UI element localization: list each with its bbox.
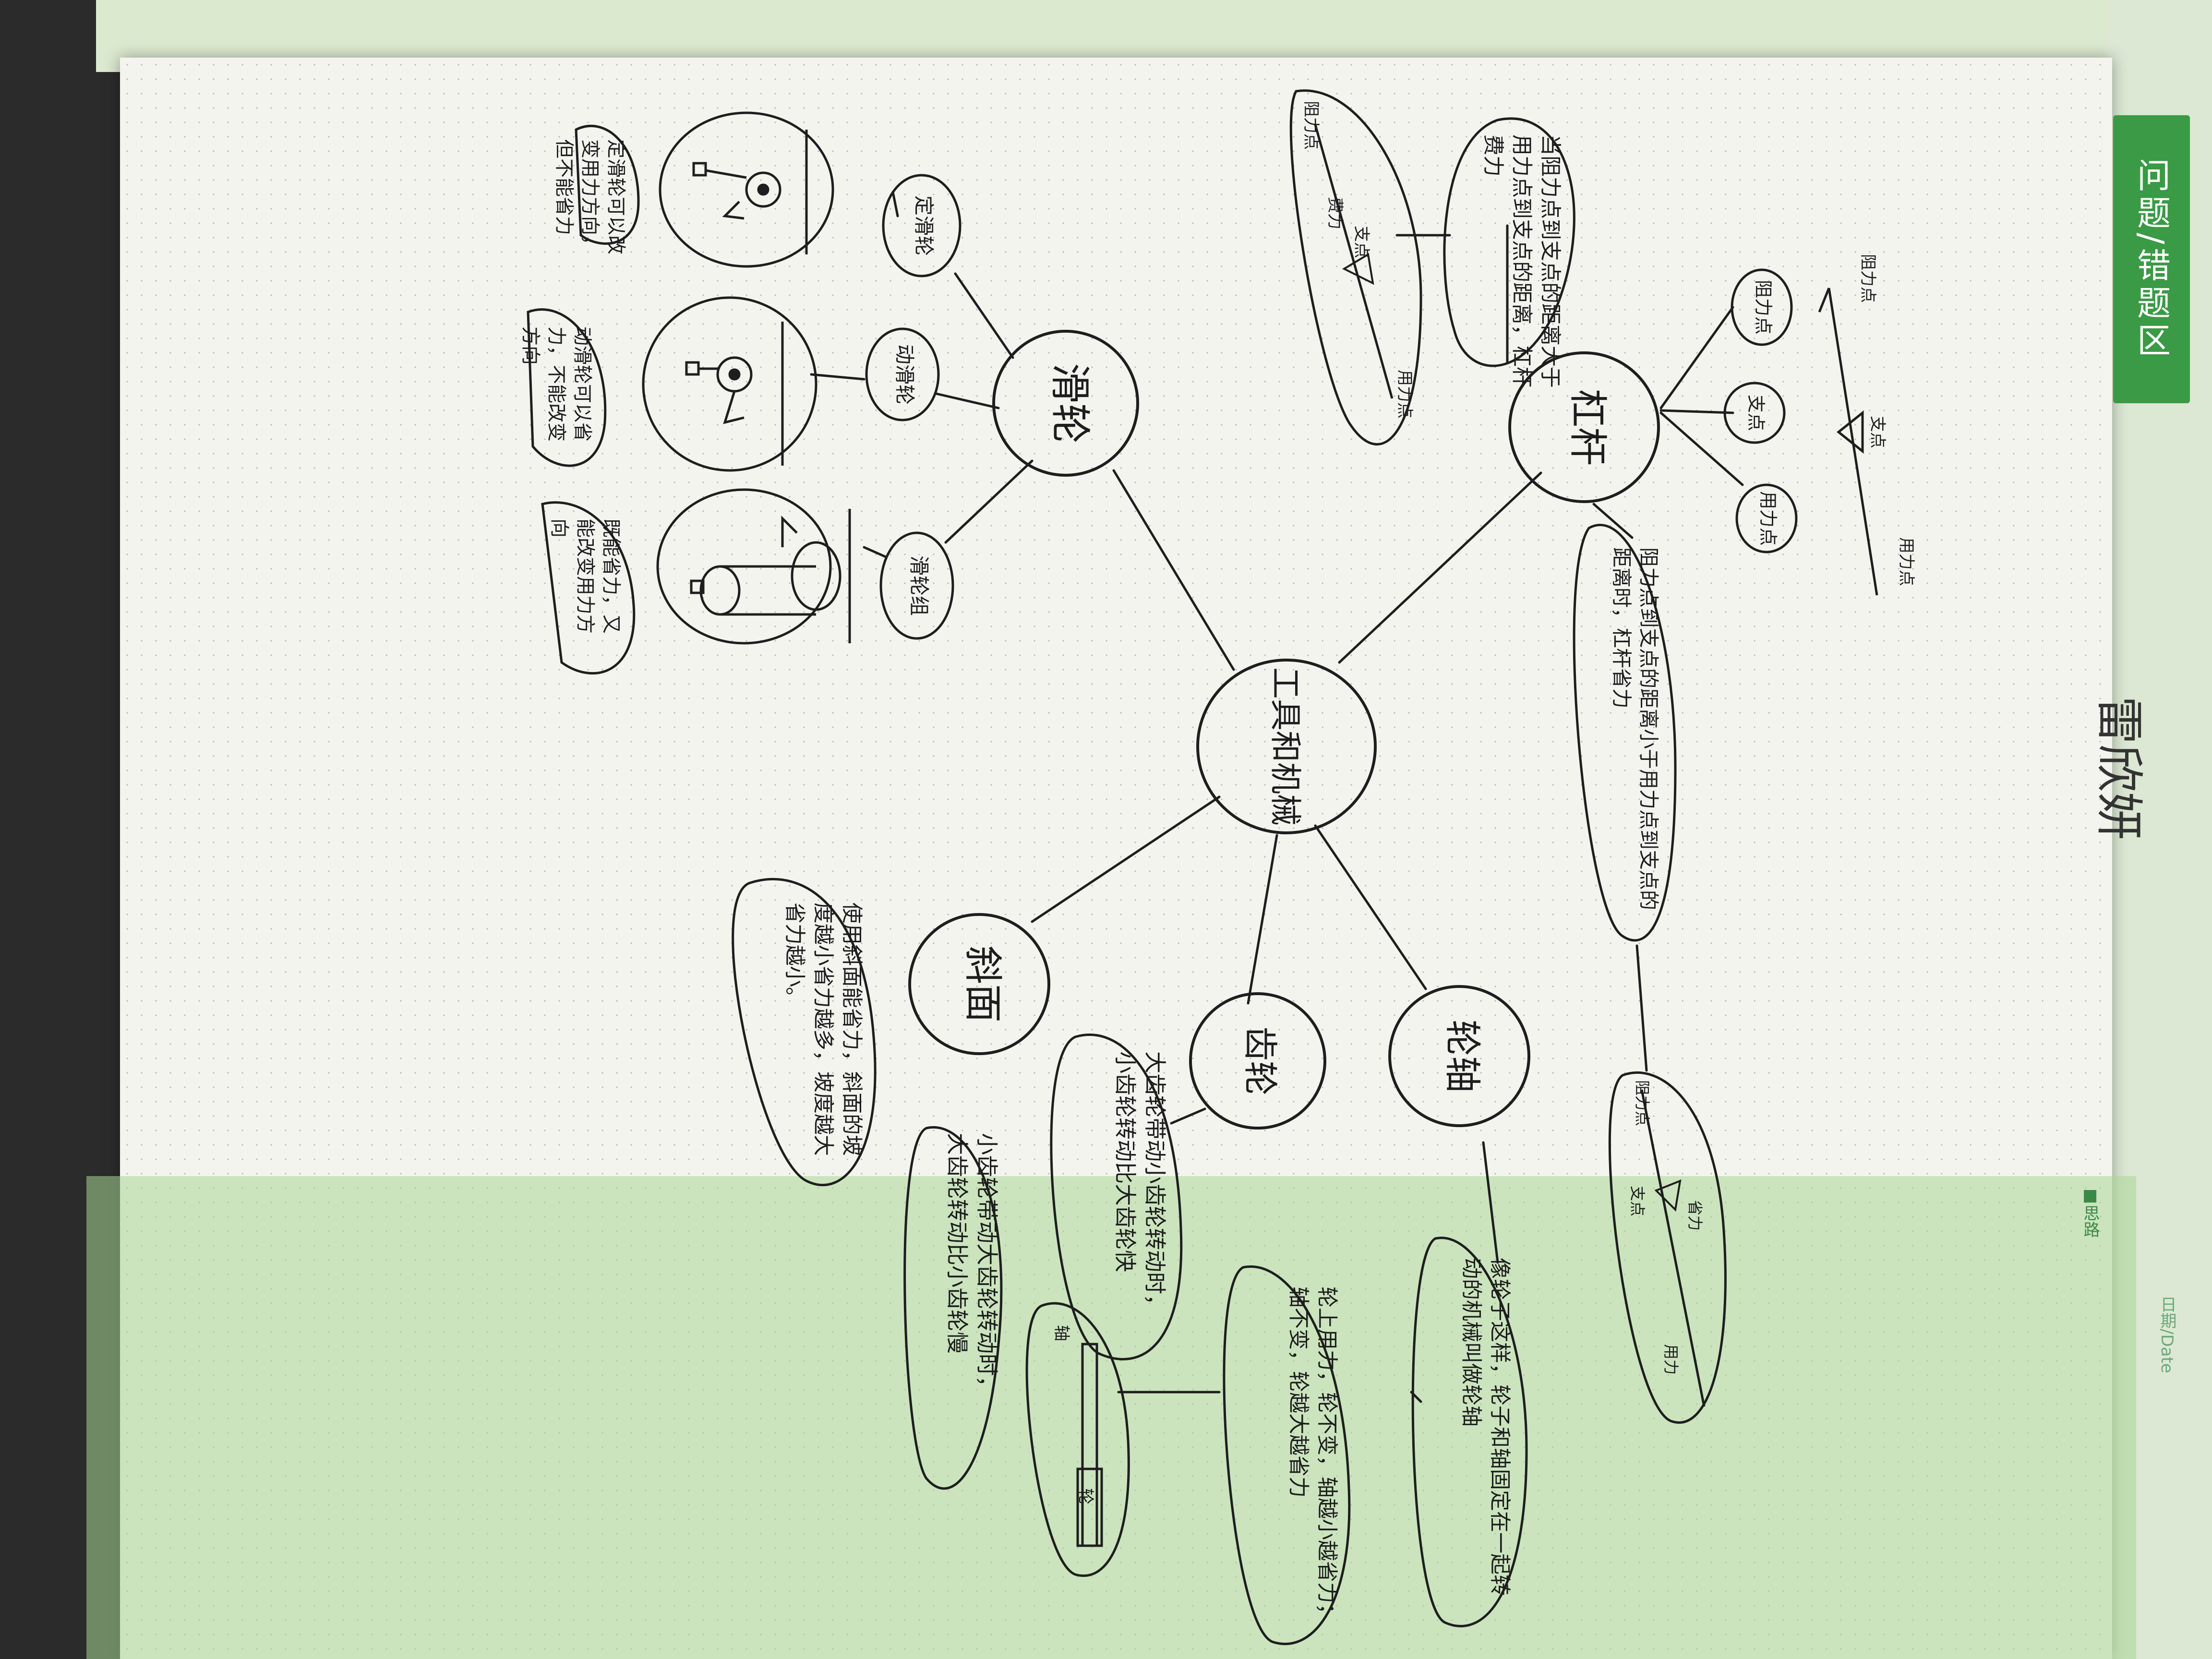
gear-slow-note: 小齿轮带动大齿轮转动时，大齿轮转动比小齿轮慢 xyxy=(944,1133,1000,1398)
movable-pulley-note-bubble xyxy=(527,308,607,467)
connector-lever-saving xyxy=(1592,503,1634,539)
gear-slow-note-bubble xyxy=(903,1126,1003,1490)
connector-pulley xyxy=(1112,469,1235,671)
wheel-axle-lever-sketch-resistance: 阻力点 xyxy=(1633,1080,1651,1126)
connector-movable-pulley xyxy=(935,392,1000,409)
lever-sketch-label-resistance: 阻力点 xyxy=(1858,254,1877,303)
connector-lever-fulcrum xyxy=(1659,409,1734,414)
lever-saving-sketch-bubble xyxy=(1608,1071,1727,1424)
pulley-block-note: 既能省力，又能改变用力方向 xyxy=(548,518,622,634)
pulley-block-bubble xyxy=(879,531,954,640)
wheel-axle-sketch-axle-label: 轴 xyxy=(1052,1325,1071,1341)
pulley-block-sketch xyxy=(656,488,851,645)
pulley-block-note-bubble xyxy=(541,501,636,675)
date-label: 日期/Date xyxy=(2157,1296,2176,1373)
section-tab xyxy=(2113,115,2190,403)
lever-title: 杠杆 xyxy=(1565,389,1610,466)
connector-fixed-sketch xyxy=(891,191,899,217)
fixed-pulley-label: 定滑轮 xyxy=(912,195,936,256)
gear-fast-note-bubble xyxy=(1050,1034,1183,1360)
lever-part-effort: 用力点 xyxy=(1757,491,1779,546)
inclined-plane-note: 使用斜面能省力，斜面的坡度越小省力越多，坡度越大省力越小。 xyxy=(782,902,864,1156)
inclined-plane-node: 斜面 xyxy=(908,913,1050,1055)
lever-sketch-label-fulcrum: 支点 xyxy=(1868,416,1887,448)
lever-costing-note-bubble xyxy=(1443,117,1575,367)
fixed-pulley-sketch xyxy=(659,111,834,268)
wheel-axle-definition: 像轮子这样，轮子和轴固定在一起转动的机械叫做轮轴 xyxy=(1459,1258,1512,1596)
lever-costing-note: 当阻力点到支点的距离大于用力点到支点的距离，杠杆费力 xyxy=(1481,134,1563,388)
wheel-axle-note-bubble xyxy=(1223,1265,1351,1645)
movable-pulley-note: 动滑轮可以省力，不能改变方向 xyxy=(519,326,593,442)
thinking-label: ■思路 xyxy=(2080,1186,2100,1238)
lever-node: 杠杆 xyxy=(1508,351,1660,503)
lever-saving-note-bubble xyxy=(1573,524,1677,942)
gear-node: 齿轮 xyxy=(1189,992,1326,1130)
inclined-plane-note-bubble xyxy=(732,878,877,1187)
fixed-pulley-note: 定滑轮可以改变用力方向，但不能省力 xyxy=(553,139,627,254)
movable-pulley-sketch xyxy=(642,296,817,472)
fixed-pulley-note-bubble xyxy=(575,124,640,245)
wheel-axle-sketch-wheel-label: 轮 xyxy=(1076,1488,1095,1504)
lever-part-fulcrum: 支点 xyxy=(1745,395,1767,431)
lever-part-resistance: 阻力点 xyxy=(1753,280,1774,335)
wheel-axle-title: 轮轴 xyxy=(1441,1020,1484,1093)
wheel-axle-lever-sketch-saving: 省力 xyxy=(1686,1200,1704,1231)
lever-sketch-label-effort: 用力点 xyxy=(1897,537,1916,586)
central-topic-node: 工具和机械 xyxy=(1196,659,1377,834)
connector-lever xyxy=(1338,471,1542,664)
wheel-axle-lever-sketch-effort: 用力 xyxy=(1662,1344,1680,1375)
lever-part-bubble-3 xyxy=(1735,483,1798,553)
pulley-title: 滑轮 xyxy=(1046,363,1094,444)
wheel-axle-sketch xyxy=(1025,1302,1130,1577)
lever-saving-note: 阻力点到支点的距离小于用力点到支点的距离时，杠杆省力 xyxy=(1610,547,1660,910)
lever-part-bubble-1 xyxy=(1731,268,1793,346)
connector-fixed-pulley xyxy=(954,272,1014,359)
lever-costing-sketch-bubble xyxy=(1289,89,1422,445)
pulley-node: 滑轮 xyxy=(992,330,1139,477)
section-tab-label: 问题/错题区 xyxy=(2131,158,2171,361)
connector-pulley-block xyxy=(944,459,1034,544)
lever-costing-sketch-costing: 费力 xyxy=(1325,197,1345,229)
gear-fast-note: 大齿轮带动小齿轮转动时，小齿轮转动比大齿轮快 xyxy=(1112,1051,1168,1316)
page-lower-green-shade xyxy=(86,1176,2136,1659)
connector-lever-sketch xyxy=(1635,944,1648,1072)
lever-costing-sketch-fulcrum: 支点 xyxy=(1352,226,1371,258)
connector-movable-sketch xyxy=(810,373,866,381)
wheel-axle-definition-bubble xyxy=(1411,1237,1528,1627)
gear-title: 齿轮 xyxy=(1240,1026,1280,1095)
movable-pulley-bubble xyxy=(865,327,940,421)
wheel-axle-note: 轮上用力，轮不变，轴越小越省力；轴不变，轮越大越省力 xyxy=(1286,1286,1339,1624)
connector-incline xyxy=(1031,795,1221,923)
pulley-block-label: 滑轮组 xyxy=(907,555,931,616)
lever-parts-sketch xyxy=(1818,288,1878,596)
connector-lever-effort xyxy=(1659,411,1744,486)
lever-costing-sketch-effort: 用力点 xyxy=(1395,370,1414,419)
movable-pulley-label: 动滑轮 xyxy=(893,344,916,405)
lever-costing-sketch-resistance: 阻力点 xyxy=(1301,101,1321,150)
wheel-axle-node: 轮轴 xyxy=(1388,985,1530,1127)
connector-wheel-axle-note xyxy=(1482,1141,1499,1264)
inclined-plane-title: 斜面 xyxy=(961,946,1005,1022)
author-signature: 雷欣妍 xyxy=(2091,696,2147,840)
connector-block-sketch xyxy=(863,546,887,558)
connector-lever-resist xyxy=(1659,306,1734,409)
fixed-pulley-bubble xyxy=(882,174,962,277)
connector-gear-note xyxy=(1170,1107,1206,1125)
connector-wheel-axle xyxy=(1314,824,1427,990)
connector-gear xyxy=(1247,834,1278,1005)
lever-part-bubble-2 xyxy=(1723,382,1786,444)
wheel-axle-lever-sketch-fulcrum: 支点 xyxy=(1628,1186,1647,1216)
central-topic-label: 工具和机械 xyxy=(1267,667,1304,826)
